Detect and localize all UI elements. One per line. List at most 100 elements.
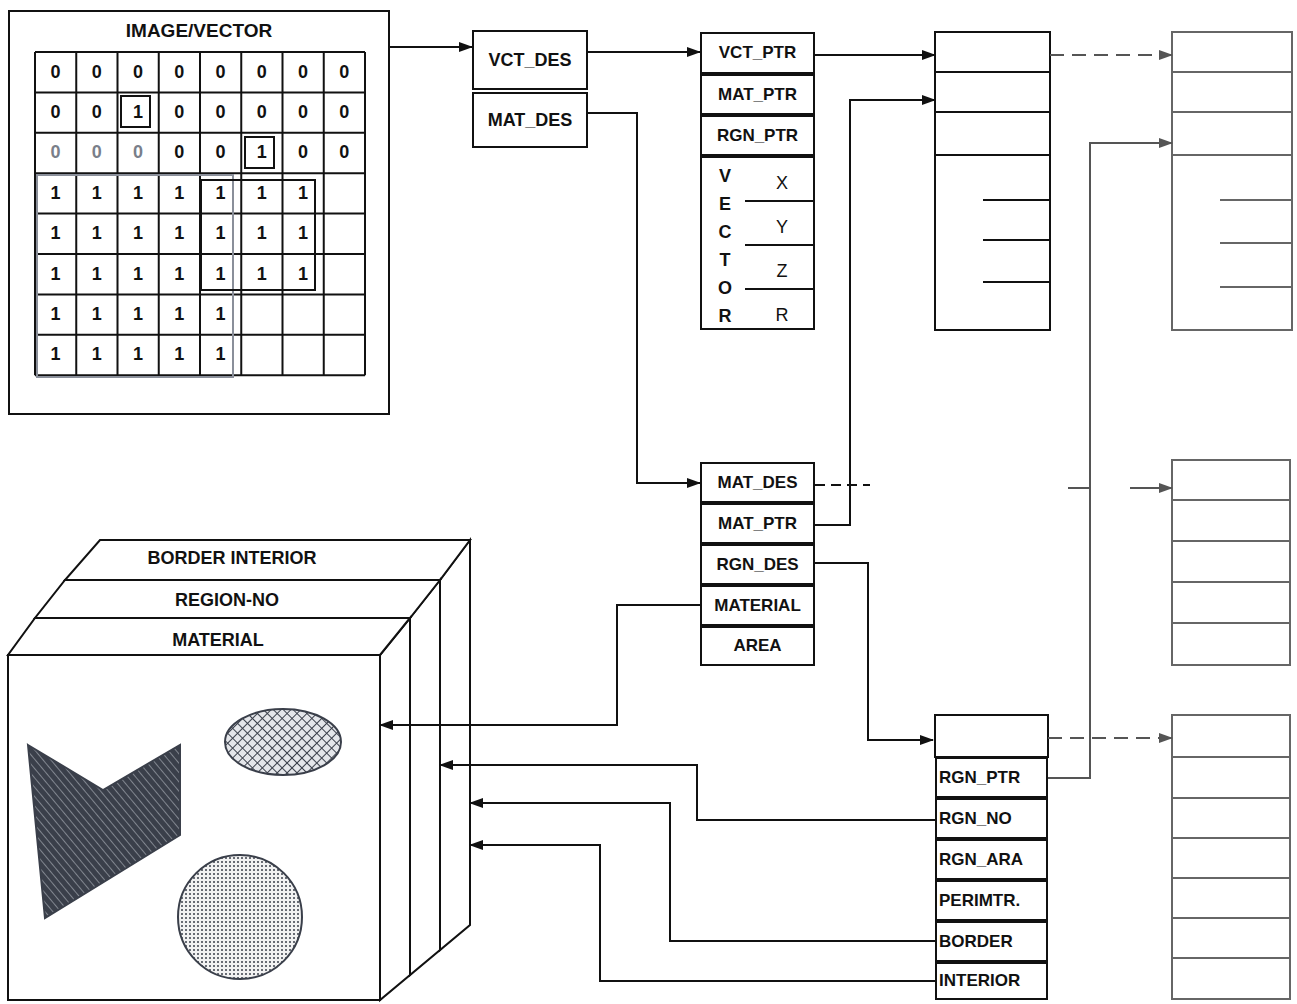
field-cell: AREA: [700, 626, 815, 666]
data-table-part: [1172, 957, 1290, 959]
pixel-value: 0: [283, 133, 324, 173]
field-cell: RGN_PTR: [935, 757, 1048, 798]
connector: [390, 46, 472, 48]
pixel-value: 1: [200, 335, 241, 375]
field-cell: MAT_DES: [472, 92, 588, 148]
vector-rules-part: [745, 288, 815, 290]
data-table-part: [1172, 622, 1290, 624]
field-label: RGN_ARA: [939, 850, 1023, 870]
image-grid-part: [364, 52, 366, 375]
pixel-value: 0: [35, 92, 76, 132]
pixel-value: 0: [159, 92, 200, 132]
pointer-link-part: [815, 100, 935, 525]
field-label: INTERIOR: [939, 971, 1020, 991]
vector-rules-part: [745, 244, 815, 246]
region-shapes-part: [225, 709, 341, 775]
pixel-value: 0: [200, 52, 241, 92]
image-grid: [35, 52, 365, 375]
image-cube: [8, 540, 470, 1000]
field-cell: MATERIAL: [700, 585, 815, 626]
field-cell: VCT_PTR: [700, 32, 815, 74]
pointer-table-part: [983, 199, 1050, 201]
field-label: BORDER: [939, 932, 1013, 952]
pixel-value: 0: [35, 133, 76, 173]
pixel-value: 1: [159, 173, 200, 213]
pixel-value: 0: [76, 133, 117, 173]
field-label: RGN_PTR: [939, 768, 1020, 788]
pixel-value: 1: [35, 254, 76, 294]
pixel-value: 1: [159, 335, 200, 375]
pixel-value: 0: [76, 92, 117, 132]
data-table-part: [1220, 286, 1292, 288]
connector: [380, 605, 700, 725]
image-cube-part: [440, 540, 470, 950]
field-label: MAT_PTR: [718, 514, 797, 534]
pixel-value: 1: [283, 173, 324, 213]
data-table-part: [1172, 499, 1290, 501]
component-column: XYZR: [752, 161, 812, 337]
vector-cell: VECTORXYZR: [700, 156, 815, 330]
connector: [470, 845, 935, 981]
data-table-part: [1172, 154, 1292, 156]
data-table-part: [1172, 917, 1290, 919]
pointer-table: [935, 32, 1050, 757]
pixel-value: 0: [118, 52, 159, 92]
image-grid-part: [323, 52, 325, 375]
pointer-table-part: [983, 239, 1050, 241]
pixel-value: 1: [76, 254, 117, 294]
pixel-value: 1: [159, 294, 200, 334]
vector-rules-part: [745, 200, 815, 202]
pixel-value: 1: [35, 294, 76, 334]
layer-label: BORDER INTERIOR: [65, 548, 399, 569]
image-cube-part: [8, 655, 380, 1000]
pixel-value: 1: [200, 214, 241, 254]
data-table-part: [1172, 797, 1290, 799]
pointer-link-part: [815, 54, 935, 56]
pixel-value: 1: [241, 214, 282, 254]
pointer-table-part: [935, 32, 1050, 330]
layer-label: REGION-NO: [35, 590, 419, 611]
pointer-table-part: [935, 715, 1048, 757]
pixel-value: 1: [76, 335, 117, 375]
pointer-table-part: [983, 281, 1050, 283]
pixel-value: 1: [283, 214, 324, 254]
region-shapes-part: [178, 855, 302, 979]
layer-label: MATERIAL: [56, 630, 380, 651]
pixel-value: 1: [118, 214, 159, 254]
pixel-value: 1: [118, 254, 159, 294]
image-cube-part: [35, 580, 440, 618]
image-grid-part: [240, 52, 242, 375]
pixel-value: 1: [76, 173, 117, 213]
data-table-part: [1172, 71, 1292, 73]
pixel-value: 1: [118, 294, 159, 334]
field-cell: RGN_ARA: [935, 839, 1048, 880]
pointer-link-part: [815, 563, 933, 740]
grid-highlight-part: [37, 175, 233, 377]
data-link-part: [1048, 737, 1172, 739]
pixel-value: 1: [241, 133, 282, 173]
pixel-value: 0: [35, 52, 76, 92]
field-label: RGN_DES: [716, 555, 798, 575]
data-table-part: [1172, 32, 1292, 330]
pixel-value: 1: [118, 173, 159, 213]
data-table-part: [1172, 460, 1290, 665]
pixel-value: 1: [35, 335, 76, 375]
grid-highlight: [37, 96, 315, 377]
pixel-value: 1: [241, 254, 282, 294]
image-grid-part: [35, 293, 365, 295]
data-link-part: [1050, 54, 1172, 56]
data-table-part: [1172, 111, 1292, 113]
field-cell: MAT_PTR: [700, 503, 815, 544]
field-label: AREA: [733, 636, 781, 656]
image-cube-part: [65, 540, 470, 580]
component-label: Y: [752, 205, 812, 249]
field-cell: RGN_PTR: [700, 115, 815, 156]
field-label: VCT_PTR: [719, 43, 796, 63]
field-cell: MAT_DES: [700, 462, 815, 503]
data-table: [1172, 32, 1292, 999]
pixel-value: 1: [118, 335, 159, 375]
connector: [588, 113, 700, 483]
vector-label: VECTOR: [716, 162, 734, 330]
component-label: Z: [752, 249, 812, 293]
image-cube-part: [8, 618, 410, 655]
